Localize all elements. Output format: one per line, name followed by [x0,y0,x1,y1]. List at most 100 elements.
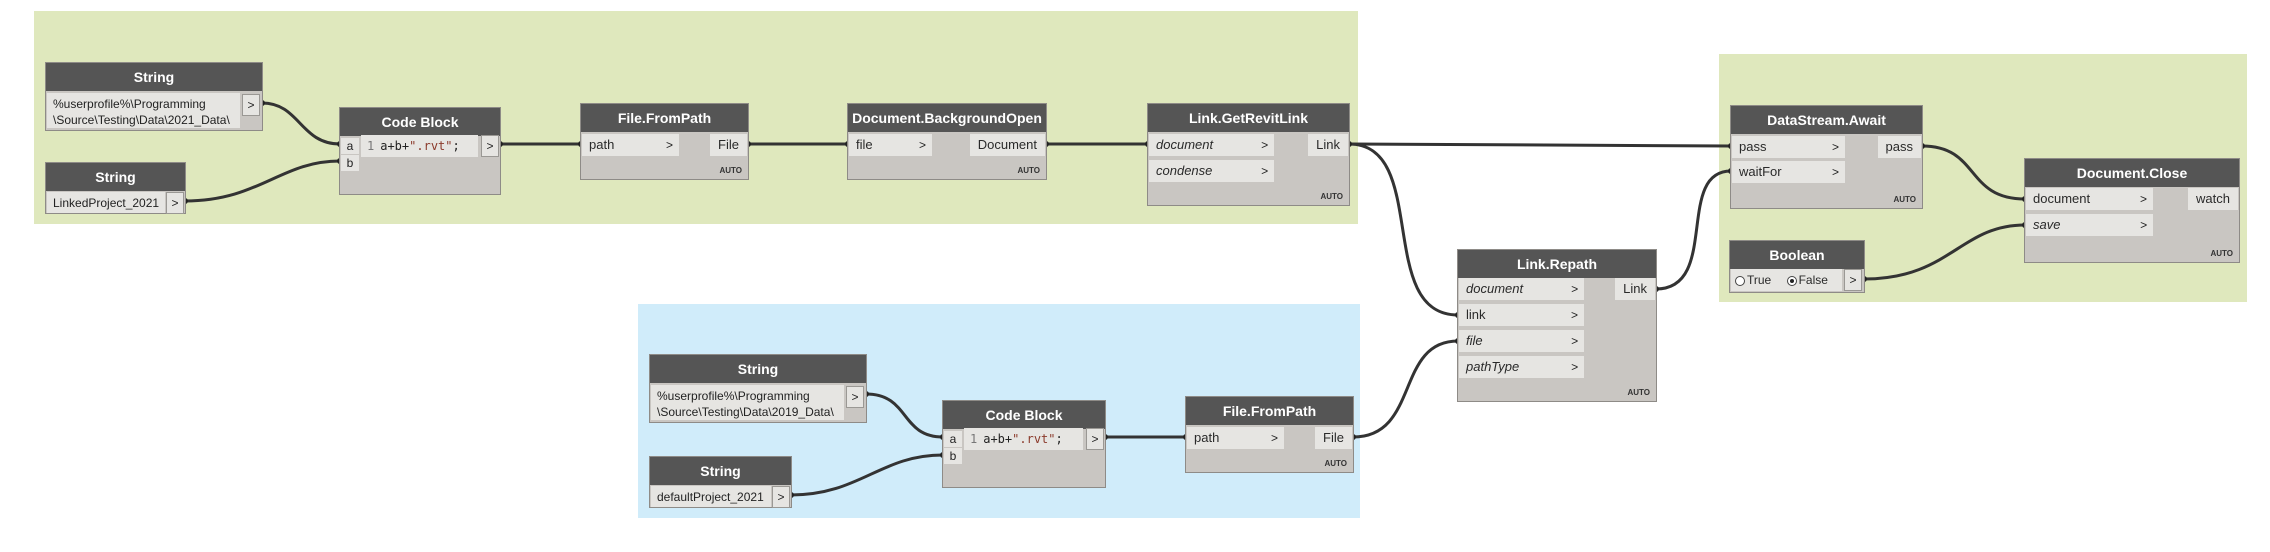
port-arrow: > [1570,360,1578,374]
input-port-a[interactable]: a [944,431,962,447]
string-value[interactable]: %userprofile%\Programming \Source\Testin… [47,93,240,128]
node-title: File.FromPath [1186,397,1353,425]
node-title: Document.BackgroundOpen [848,104,1046,132]
lacing-auto-label: AUTO [1893,195,1916,204]
lacing-auto-label: AUTO [1320,192,1343,201]
boolean-node[interactable]: Boolean True False > [1729,240,1865,293]
port-label: document [2033,191,2091,206]
document-close-node[interactable]: Document.Close document> save > watch AUT… [2024,158,2240,263]
port-label: save [2033,217,2061,232]
datastream-await-node[interactable]: DataStream.Await pass> waitFor > pass AUT… [1730,105,1923,209]
node-title: DataStream.Await [1731,106,1922,134]
port-arrow: > [2139,218,2147,232]
node-title: Document.Close [2025,159,2239,187]
string-value[interactable]: %userprofile%\Programming \Source\Testin… [651,385,844,420]
port-label: pathType [1466,359,1520,374]
node-title: File.FromPath [581,104,748,132]
port-arrow: > [918,138,926,152]
output-port-document[interactable]: Document [969,134,1045,156]
radio-true-icon[interactable] [1735,275,1745,286]
output-port-link[interactable]: Link [1615,278,1655,300]
input-port-waitfor[interactable]: waitFor > [1732,161,1845,183]
input-port-b[interactable]: b [944,448,962,464]
wire-getrevitlink-to-await-pass [1348,142,1732,148]
lacing-auto-label: AUTO [1017,166,1040,175]
input-port-file[interactable]: file > [849,134,932,156]
output-port-link[interactable]: Link [1308,134,1348,156]
string-node-name-2021[interactable]: String LinkedProject_2021 > [45,162,186,214]
option-true-label: True [1747,273,1772,287]
link-repath-node[interactable]: Link.Repath document > link> file > pathTy… [1457,249,1657,402]
node-title: String [46,63,262,91]
input-port-file[interactable]: file > [1459,330,1584,352]
input-port-link[interactable]: link> [1459,304,1584,326]
port-arrow: > [1570,282,1578,296]
output-port-file[interactable]: File [710,134,747,156]
input-port-condense[interactable]: condense> [1149,160,1274,182]
input-port-path[interactable]: path > [582,134,679,156]
port-label: file [1466,333,1483,348]
lacing-auto-label: AUTO [2210,249,2233,258]
input-port-b[interactable]: b [341,155,359,171]
port-arrow: > [1831,165,1839,179]
node-title: Boolean [1730,241,1864,269]
output-port-watch[interactable]: watch [2188,188,2238,210]
input-port-pass[interactable]: pass> [1732,136,1845,158]
node-title: Link.GetRevitLink [1148,104,1349,132]
output-port[interactable]: > [166,192,184,214]
string-value[interactable]: LinkedProject_2021 [47,192,165,213]
code-string-literal: ".rvt" [409,139,453,153]
node-title: String [46,163,185,191]
node-title: Link.Repath [1458,250,1656,278]
string-node-path-2019[interactable]: String %userprofile%\Programming \Source… [649,354,867,423]
output-port[interactable]: > [481,135,499,157]
code-terminator: ; [452,139,460,153]
input-port-document[interactable]: document > [1459,278,1584,300]
port-arrow: > [1260,138,1268,152]
node-title: Code Block [340,108,500,136]
input-port-document[interactable]: document> [2026,188,2153,210]
file-from-path-node-1[interactable]: File.FromPath path> File AUTO [580,103,749,180]
link-get-revit-link-node[interactable]: Link.GetRevitLink document> condense> Li… [1147,103,1350,206]
string-value[interactable]: defaultProject_2021 [651,486,771,507]
port-label: file [856,137,873,152]
output-port[interactable]: > [772,486,790,508]
output-port[interactable]: > [846,386,864,408]
input-port-document[interactable]: document> [1149,134,1274,156]
port-label: waitFor [1739,164,1782,179]
node-title: String [650,355,866,383]
input-port-pathtype[interactable]: pathType > [1459,356,1584,378]
boolean-toggle[interactable]: True False [1731,269,1842,291]
lacing-auto-label: AUTO [1627,388,1650,397]
line-number: 1 [367,139,375,153]
wire-filefrompath2-to-repath-file [1352,339,1459,439]
string-node-name-default[interactable]: String defaultProject_2021 > [649,456,792,508]
option-false-label: False [1798,273,1828,287]
input-port-save[interactable]: save > [2026,214,2153,236]
code-block-node-1[interactable]: Code Block a b 1 a+b+".rvt"; > [339,107,501,195]
document-background-open-node[interactable]: Document.BackgroundOpen file > Document A… [847,103,1047,180]
output-port[interactable]: > [242,94,260,116]
port-arrow: > [1570,334,1578,348]
string-node-path-2021[interactable]: String %userprofile%\Programming \Source… [45,62,263,131]
code-editor[interactable]: 1 a+b+".rvt"; [361,135,478,157]
lacing-auto-label: AUTO [1324,459,1347,468]
file-from-path-node-2[interactable]: File.FromPath path> File AUTO [1185,396,1354,473]
input-port-path[interactable]: path> [1187,427,1284,449]
port-label: document [1466,281,1524,296]
port-arrow: > [1270,431,1278,445]
code-text: a+b+ [983,432,1013,446]
radio-false-icon[interactable] [1786,275,1797,286]
code-string-literal: ".rvt" [1012,432,1056,446]
output-port[interactable]: > [1086,428,1104,450]
input-port-a[interactable]: a [341,138,359,154]
output-port[interactable]: > [1844,269,1862,291]
output-port-pass[interactable]: pass [1877,136,1921,158]
port-label: path [589,137,615,152]
port-arrow: > [665,138,673,152]
node-title: String [650,457,791,485]
code-text: a+b+ [380,139,410,153]
output-port-file[interactable]: File [1315,427,1352,449]
